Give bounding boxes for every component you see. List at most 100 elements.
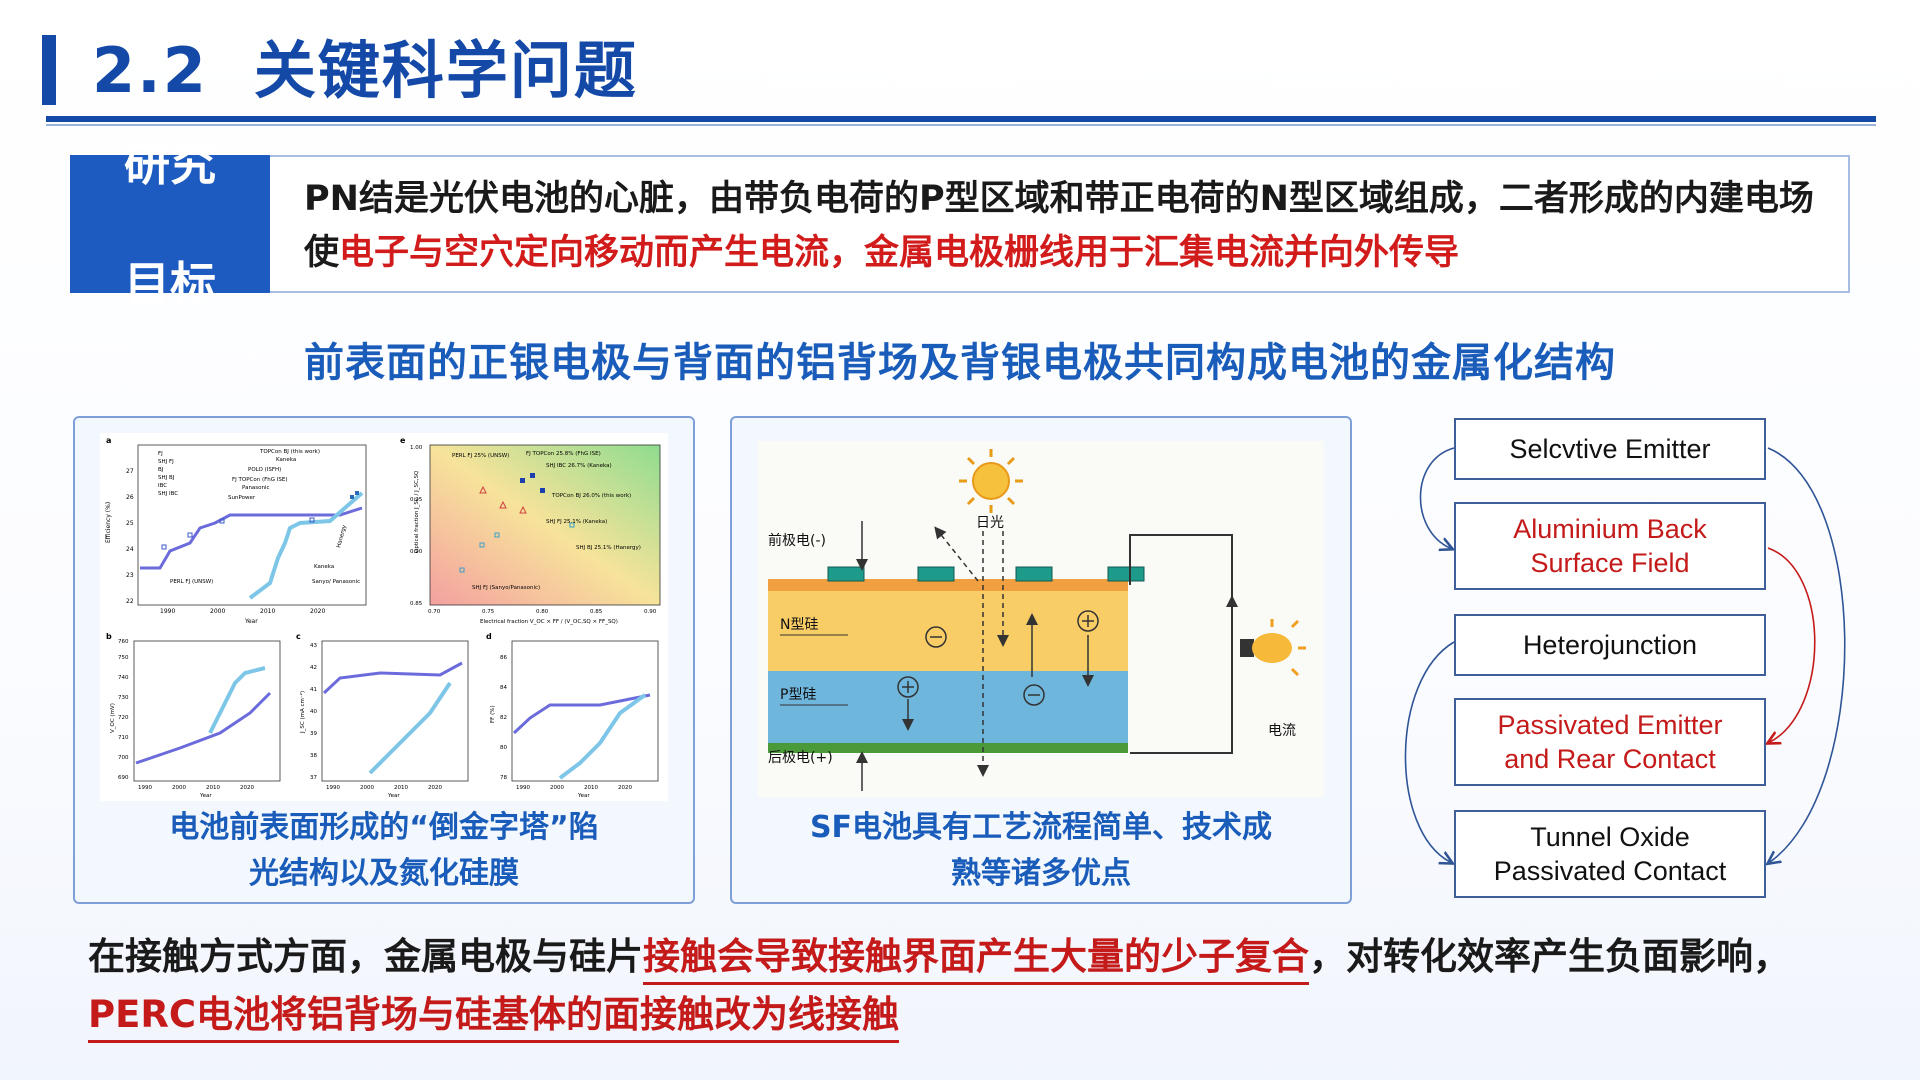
left-panel-caption: 电池前表面形成的“倒金字塔”陷光结构以及氮化硅膜	[73, 805, 695, 897]
objective-text-part1: PN结是光伏电池的心脏，由带负电荷的P型区域和带正电荷的N型区域组成，二者形成的…	[304, 179, 1814, 273]
chart-a-legend-5: SHJ IBC	[158, 491, 178, 497]
chart-b-ytick-1: 700	[118, 755, 129, 761]
efficiency-charts-figure: a Efficiency (%) Year 1990 2000 2010 202…	[100, 433, 668, 801]
chart-e-note-2: SHJ IBC 26.7% (Kaneka)	[546, 463, 612, 469]
chart-a-xtick-3: 2020	[310, 608, 325, 615]
perc-box: Passivated Emitter and Rear Contact	[1454, 698, 1766, 786]
chart-a-xtick-0: 1990	[160, 608, 175, 615]
front-grid-fingers	[827, 566, 1145, 582]
chart-b-label: b	[106, 632, 112, 641]
topcon-line1: Tunnel Oxide	[1530, 822, 1690, 852]
chart-b: b V_OC (mV) Year 1990 2000 2010 2020 690…	[106, 632, 281, 799]
chart-a-note-7: Kaneka	[314, 564, 334, 570]
chart-b-ytick-5: 740	[118, 675, 129, 681]
selective-emitter-label: Selcvtive Emitter	[1509, 434, 1711, 464]
chart-e-note-4: SHJ FJ 25.1% (Kaneka)	[546, 519, 607, 525]
front-electrode-label: 前极电(-)	[768, 532, 826, 549]
chart-a-ytick-5: 27	[126, 468, 134, 475]
chart-c-xtick-2: 2010	[394, 785, 408, 791]
chart-d-label: d	[486, 632, 492, 641]
chart-b-xtick-3: 2020	[240, 785, 254, 791]
chart-a-legend-0: FJ	[158, 451, 163, 457]
chart-a-ytick-4: 26	[126, 494, 134, 501]
chart-a-ytick-3: 25	[126, 520, 134, 527]
chart-a-note-9: Sanyo/ Panasonic	[312, 579, 360, 585]
chart-a-xtick-1: 2000	[210, 608, 225, 615]
chart-d-ylabel: FF (%)	[490, 705, 496, 723]
chart-e-xtick-2: 0.80	[536, 609, 549, 615]
left-caption-line2: 光结构以及氮化硅膜	[249, 856, 519, 891]
back-contact-layer	[768, 743, 1128, 753]
chart-e-xlabel: Electrical fraction V_OC × FF / (V_OC,SQ…	[480, 619, 618, 625]
chart-d-ytick-2: 82	[500, 715, 507, 721]
chart-b-xtick-2: 2010	[206, 785, 220, 791]
section-title: 关键科学问题	[253, 34, 638, 107]
header-rule-thin	[46, 124, 1876, 126]
chart-c-ylabel: J_SC (mA cm⁻²)	[299, 691, 306, 734]
chart-e-xtick-1: 0.75	[482, 609, 495, 615]
objective-label: 研究目标	[70, 137, 270, 311]
chart-d-xtick-1: 2000	[550, 785, 564, 791]
chart-a-legend-4: IBC	[158, 483, 167, 489]
chart-e-note-6: SHJ FJ (Sanyo/Panasonic)	[472, 585, 540, 591]
chart-a-legend-1: SHJ FJ	[158, 459, 174, 465]
chart-a-note-1: Kaneka	[276, 457, 296, 463]
chart-a-xlabel: Year	[244, 618, 258, 625]
p-type-layer	[768, 671, 1128, 743]
chart-d-xtick-2: 2010	[584, 785, 598, 791]
perc-line1: Passivated Emitter	[1497, 710, 1723, 740]
chart-a-note-4: Panasonic	[242, 485, 270, 491]
chart-a-xtick-2: 2010	[260, 608, 275, 615]
chart-e-ylabel: Optical fraction J_SC / J_SC,SQ	[414, 470, 420, 553]
header-rule	[46, 116, 1876, 122]
objective-text-highlight: 电子与空穴定向移动而产生电流，金属电极栅线用于汇集电流并向外传导	[339, 233, 1460, 273]
chart-c-ytick-1: 38	[310, 753, 317, 759]
aluminium-bsf-line2: Surface Field	[1530, 548, 1690, 578]
mid-caption-line2: 熟等诸多优点	[951, 856, 1131, 891]
chart-a-ytick-2: 24	[126, 546, 134, 553]
chart-d-xtick-0: 1990	[516, 785, 530, 791]
mid-caption-line1: SF电池具有工艺流程简单、技术成	[809, 810, 1273, 845]
chart-e-label: e	[400, 436, 406, 445]
chart-e-note-1: FJ TOPCon 25.8% (FhG ISE)	[526, 451, 601, 457]
chart-b-ytick-2: 710	[118, 735, 129, 741]
perc-line2: and Rear Contact	[1504, 744, 1716, 774]
technology-connectors	[1404, 447, 1846, 910]
chart-a-note-8: PERL FJ (UNSW)	[170, 579, 213, 585]
front-contact-layer	[768, 579, 1128, 591]
sunlight-label: 日光	[976, 515, 1004, 531]
chart-a-ylabel: Efficiency (%)	[105, 502, 112, 543]
heterojunction-box: Heterojunction	[1454, 614, 1766, 676]
chart-a-note-3: FJ TOPCon (FhG ISE)	[232, 477, 288, 483]
chart-d-ytick-1: 80	[500, 745, 507, 751]
section-number: 2.2	[92, 34, 208, 107]
chart-c-xtick-0: 1990	[326, 785, 340, 791]
chart-e-ytick-1: 0.90	[410, 549, 423, 555]
selective-emitter-box: Selcvtive Emitter	[1454, 418, 1766, 480]
conclusion-highlight-1: 接触会导致接触界面产生大量的少子复合	[643, 935, 1309, 985]
chart-b-xtick-1: 2000	[172, 785, 186, 791]
conclusion-part1: 在接触方式方面，金属电极与硅片	[88, 935, 643, 978]
chart-e-note-3: TOPCon BJ 26.0% (this work)	[551, 493, 631, 499]
connector-hj-to-topcon	[1404, 641, 1454, 862]
aluminium-bsf-line1: Aluminium Back	[1513, 514, 1707, 544]
n-type-layer	[768, 591, 1128, 671]
chart-c-ytick-2: 39	[310, 731, 317, 737]
chart-e-note-0: PERL FJ 25% (UNSW)	[452, 453, 509, 459]
chart-d: d FF (%) Year 1990 2000 2010 2020 78 80 …	[486, 632, 659, 799]
left-caption-line1: 电池前表面形成的“倒金字塔”陷	[169, 810, 599, 845]
light-bulb-icon	[1240, 619, 1306, 677]
conclusion-text: 在接触方式方面，金属电极与硅片接触会导致接触界面产生大量的少子复合，对转化效率产…	[88, 928, 1848, 1044]
objective-box	[70, 155, 1850, 293]
chart-a-ytick-0: 22	[126, 598, 134, 605]
p-layer-label: P型硅	[780, 687, 816, 703]
heterojunction-label: Heterojunction	[1522, 630, 1698, 660]
conclusion-highlight-2: PERC电池将铝背场与硅基体的面接触改为线接触	[88, 993, 900, 1043]
chart-a-legend-2: BJ	[158, 467, 164, 473]
chart-d-xlabel: Year	[577, 793, 590, 799]
chart-c-xlabel: Year	[387, 793, 400, 799]
objective-text: PN结是光伏电池的心脏，由带负电荷的P型区域和带正电荷的N型区域组成，二者形成的…	[304, 172, 1824, 280]
chart-e-note-5: SHJ BJ 25.1% (Hanergy)	[576, 545, 641, 551]
